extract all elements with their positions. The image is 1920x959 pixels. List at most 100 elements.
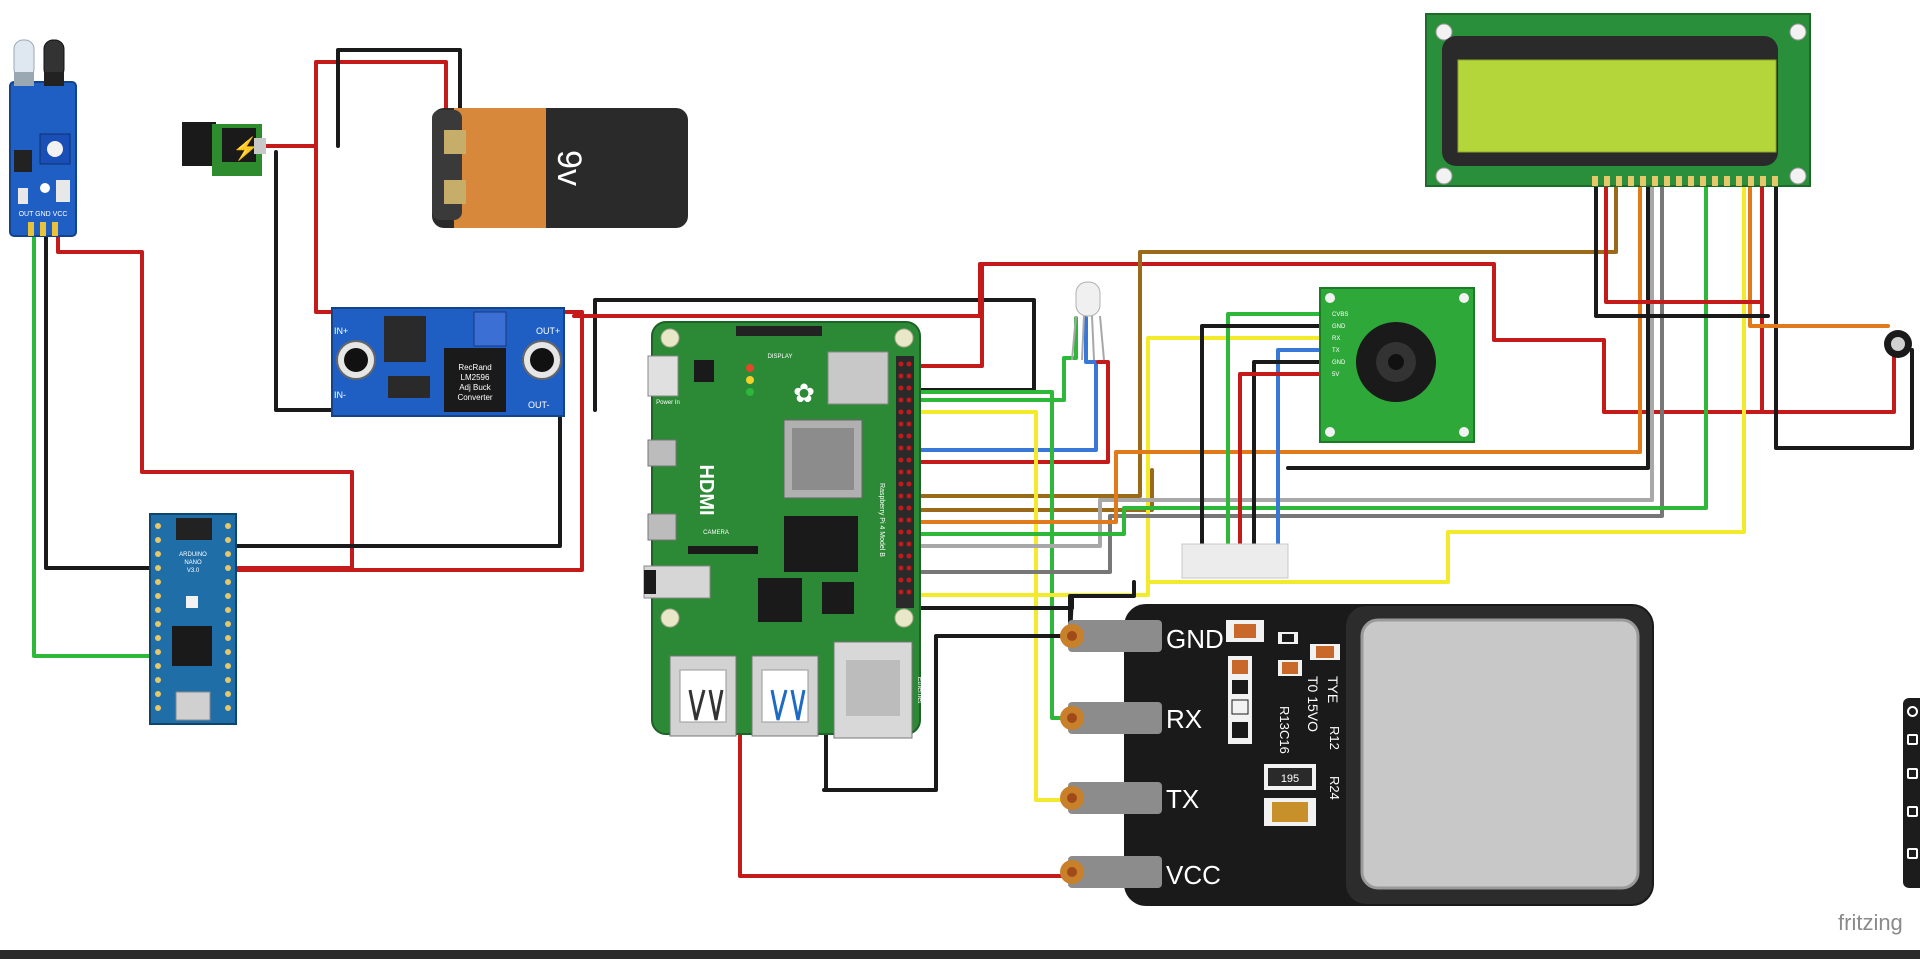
wire-pi-brown[interactable] <box>916 180 1618 498</box>
lcd-screen <box>1457 59 1777 153</box>
buck-converter[interactable]: RecRand LM2596 Adj Buck Converter IN+ IN… <box>331 307 565 417</box>
pi-gpio-header[interactable] <box>896 356 914 608</box>
lcd-pin-header <box>1592 176 1778 186</box>
pi-power-port[interactable] <box>647 355 679 397</box>
pi-ethernet-port[interactable]: Ethernet <box>833 641 923 739</box>
pi-micro-hdmi-1[interactable] <box>647 513 677 541</box>
fp-silk-c16: C16 <box>1277 730 1292 754</box>
buck-trimmer[interactable] <box>473 311 507 347</box>
fp-silk-r12: R12 <box>1327 726 1342 750</box>
nano-label-1: ARDUINO <box>179 552 207 558</box>
fingerprint-sensor-window <box>1360 618 1640 890</box>
fp-silk-r13: R13 <box>1277 706 1292 730</box>
toolbar-tool-4-icon[interactable] <box>1907 806 1918 817</box>
wire-fp-gnd-black2[interactable] <box>1068 580 1136 638</box>
wire-ir-gnd-black[interactable] <box>44 230 156 570</box>
fritzing-watermark: fritzing <box>1838 910 1903 935</box>
fingerprint-module[interactable]: GND RX TX VCC 195 TYE T0 15VO R12 R13 C1… <box>1060 604 1654 906</box>
wire-lcd-green[interactable] <box>916 180 1708 536</box>
side-toolbar[interactable] <box>1903 698 1920 888</box>
pi-micro-hdmi-0[interactable] <box>647 439 677 467</box>
bottom-status-bar <box>0 950 1920 959</box>
camera-pin-rx: RX <box>1332 336 1340 342</box>
battery-label: 9v <box>550 150 588 186</box>
camera-pin-gnd: GND <box>1332 324 1346 330</box>
rgb-led[interactable] <box>1071 281 1105 361</box>
arduino-nano[interactable]: ARDUINO NANO V3.0 <box>149 513 237 725</box>
wire-pi-grey-1[interactable] <box>916 180 1654 548</box>
toolbar-tool-3-icon[interactable] <box>1907 768 1918 779</box>
pi-status-leds <box>746 364 754 396</box>
wire-pi-grey-2[interactable] <box>916 180 1664 574</box>
fp-pin-rx: RX <box>1166 704 1202 734</box>
buck-in-minus: IN- <box>334 390 346 400</box>
toolbar-tool-5-icon[interactable] <box>1907 848 1918 859</box>
ir-sensor-module[interactable]: OUT GND VCC <box>9 39 77 237</box>
camera-pin-tx: TX <box>1332 348 1340 354</box>
wire-layer <box>32 48 1914 878</box>
camera-pin-gnd2: GND <box>1332 360 1346 366</box>
wire-cam-black2[interactable] <box>1252 360 1324 548</box>
raspberry-logo-icon: ✿ <box>793 378 815 408</box>
fp-silk-r24: R24 <box>1327 776 1342 800</box>
nano-usb-port[interactable] <box>175 691 211 721</box>
wire-lcd-black-left[interactable] <box>1594 180 1770 318</box>
pi-model-label: Raspberry Pi 4 Model B <box>878 483 885 557</box>
wire-led-green[interactable] <box>916 316 1078 402</box>
wire-cam-red[interactable] <box>1238 372 1324 548</box>
wire-jack-black[interactable] <box>274 150 344 412</box>
wire-pi-green-sensor[interactable] <box>916 390 1072 720</box>
pi-power-label: Power In <box>656 400 680 406</box>
nano-pin-header-right <box>225 523 231 711</box>
camera-module[interactable]: CVBS GND RX TX GND 5V <box>1319 287 1475 443</box>
wire-pi-red-left[interactable] <box>916 262 984 368</box>
wire-cam-green[interactable] <box>1226 312 1324 548</box>
buck-inductor <box>444 348 506 412</box>
dc-jack[interactable]: ⚡ <box>182 122 266 176</box>
ir-pin-labels: OUT GND VCC <box>19 211 68 218</box>
fp-pin-pads[interactable] <box>1060 624 1084 884</box>
wire-buck-out-red[interactable] <box>224 310 584 572</box>
potentiometer[interactable] <box>1884 330 1912 358</box>
pi-camera-connector[interactable] <box>688 546 758 554</box>
wire-battery-red[interactable] <box>314 60 448 314</box>
camera-connector[interactable] <box>1181 543 1289 579</box>
wire-led-red[interactable] <box>916 360 1110 464</box>
wire-lcd-red-left[interactable] <box>1604 180 1764 304</box>
nano-reset-button[interactable] <box>186 596 198 608</box>
wire-pi-yellow-3[interactable] <box>1146 178 1746 584</box>
pi-wifi-module <box>827 351 889 405</box>
buck-out-plus: OUT+ <box>536 326 560 336</box>
lcd-16x2[interactable] <box>1425 13 1811 187</box>
battery-terminal-top <box>444 130 466 154</box>
wire-pi-yellow-2[interactable] <box>916 336 1324 597</box>
wire-buck-out-black[interactable] <box>224 408 562 548</box>
buck-title-3: Adj Buck <box>459 383 492 392</box>
pi-camera-label: CAMERA <box>703 530 729 536</box>
wire-cam-black[interactable] <box>1200 324 1324 548</box>
nano-label-2: NANO <box>184 560 202 566</box>
nano-pin-header-left <box>155 523 161 711</box>
wire-lcd-orange-right[interactable] <box>1748 180 1890 328</box>
pi-usb2-port[interactable] <box>669 655 737 737</box>
wire-led-blue[interactable] <box>916 316 1098 452</box>
toolbar-tool-2-icon[interactable] <box>1907 734 1918 745</box>
battery-9v[interactable]: 9v <box>432 108 688 228</box>
raspberry-pi-4[interactable]: DISPLAY Power In HDMI CAMERA ✿ Raspberry… <box>643 321 923 739</box>
nano-mcu-chip <box>172 626 212 666</box>
wire-lcd-black-right[interactable] <box>1774 180 1914 450</box>
wire-cam-blue[interactable] <box>1276 348 1324 548</box>
pi-display-connector[interactable] <box>736 326 822 336</box>
wire-pi-orange[interactable] <box>916 180 1642 524</box>
wire-battery-black[interactable] <box>336 48 462 148</box>
pi-display-label: DISPLAY <box>768 354 793 360</box>
wire-lcd-black[interactable] <box>1286 180 1650 470</box>
fp-silk-t0: T0 15VO <box>1305 676 1321 732</box>
nano-label-3: V3.0 <box>187 568 200 574</box>
pi-usb3-port[interactable] <box>751 655 819 737</box>
toolbar-tool-1-icon[interactable] <box>1907 706 1918 717</box>
pi-ram-chip <box>784 516 858 572</box>
wire-ir-out-green[interactable] <box>32 230 156 658</box>
camera-pin-5v: 5V <box>1332 372 1339 378</box>
